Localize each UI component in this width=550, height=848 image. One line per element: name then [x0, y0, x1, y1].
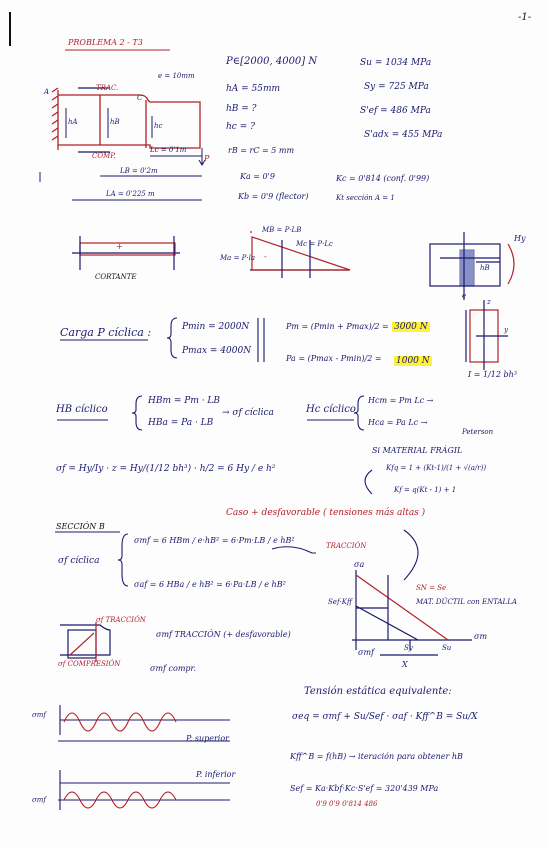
moment-diagram — [250, 231, 351, 278]
hb-value: hB = ? — [226, 104, 257, 114]
beam-la: LA = 0'225 m — [106, 190, 155, 198]
goodman-sm: σm — [474, 632, 488, 641]
sketch-traccion: σf TRACCIÓN — [96, 616, 146, 624]
hb-result: → σf cíclica — [222, 408, 274, 418]
hb-cyclic-title: HB cíclico — [56, 404, 108, 415]
fragile-title: Si MATERIAL FRÁGIL — [372, 446, 463, 455]
beam-lb: LB = 0'2m — [120, 167, 158, 175]
cyclic-title: Carga P cíclica : — [60, 326, 152, 339]
stress-formula: σf = Hy/Iy · z = Hy/(1/12 bh³) · h/2 = 6… — [56, 464, 276, 474]
goodman-smf: σmf — [358, 648, 375, 657]
signal-sup-smf: σmf — [32, 711, 47, 719]
ma-label: Ma = P·la — [220, 254, 256, 262]
page-number: -1- — [518, 12, 532, 23]
smf-compresion-note: σmf compr. — [150, 664, 197, 673]
beam-comp: COMP. — [92, 152, 116, 160]
hc-cyclic-title: Hc cíclico — [306, 404, 356, 415]
beam-lc: Lc = 0'1m — [150, 146, 187, 154]
signal-inf-label: P. inferior — [196, 770, 236, 779]
equivalent-eq3-values: 0'9 0'9 0'814 486 — [316, 800, 378, 808]
load-range: P∈[2000, 4000] N — [226, 56, 318, 67]
section-b-title: SECCIÓN B — [56, 522, 105, 531]
shear-sign: + — [116, 242, 123, 251]
goodman-sa: σa — [354, 560, 365, 569]
beam-a: A — [44, 88, 50, 96]
beam-p: P — [204, 154, 210, 163]
hcm-eq: Hcm = Pm Lc → — [368, 396, 434, 405]
problem-title: PROBLEMA 2 - T3 — [68, 38, 143, 47]
peterson-label: Peterson — [462, 428, 494, 436]
beam-hc: hc — [154, 122, 163, 130]
goodman-sy: Sy — [404, 644, 413, 652]
smf-traccion-note: σmf TRACCIÓN (+ desfavorable) — [156, 630, 291, 639]
goodman-diagram — [352, 570, 472, 656]
cross-section-sketch — [429, 232, 515, 300]
pmax-value: Pmax = 4000N — [182, 346, 252, 356]
equivalent-title: Tensión estática equivalente: — [304, 686, 452, 697]
pa-result: 1000 N — [394, 356, 432, 366]
su-value: Su = 1034 MPa — [360, 58, 432, 68]
fragile-eq2: Kf = q(Kt - 1) + 1 — [394, 486, 457, 494]
equivalent-eq3: Sef = Ka·Kbf·Kc·S'ef = 320'439 MPa — [290, 784, 439, 793]
beam-trac: TRAC. — [96, 84, 119, 92]
pa-equation: Pa = (Pmax - Pmin)/2 = — [286, 354, 382, 363]
pm-result: 3000 N — [392, 322, 430, 332]
s-adx-value: S'adx = 455 MPa — [364, 130, 443, 140]
fragile-eq1: Kfq = 1 + (Kt-1)/(1 + √(a/r)) — [386, 464, 487, 472]
cyclic-braces — [60, 317, 265, 362]
z-label: z — [487, 298, 491, 306]
mc-label: Mc = P·Lc — [296, 240, 333, 248]
equivalent-eq2: Kff^B = f(hB) → iteración para obtener h… — [290, 752, 463, 761]
kb-value: Kb = 0'9 (flector) — [238, 192, 309, 201]
inertia-formula: I = 1/12 bh³ — [468, 370, 517, 379]
y-label: y — [504, 326, 508, 334]
pm-equation: Pm = (Pmin + Pmax)/2 = — [286, 322, 389, 331]
beam-sketch — [51, 87, 201, 153]
signal-inferior — [58, 770, 230, 810]
traccion-label: TRACCIÓN — [326, 542, 367, 550]
kc-value: Kc = 0'814 (conf. 0'99) — [336, 174, 430, 183]
mb-label: MB = P·LB — [262, 226, 302, 234]
beam-hb: hB — [110, 118, 120, 126]
rb-value: rB = rC = 5 mm — [228, 146, 295, 155]
section-b-label: σf cíclica — [58, 556, 100, 566]
ha-value: hA = 55mm — [226, 84, 281, 94]
sketch-compresion: σf COMPRESIÓN — [58, 660, 121, 668]
e-section-label: e — [462, 292, 467, 300]
sy-value: Sy = 725 MPa — [364, 82, 429, 92]
shear-diagram — [72, 236, 180, 270]
hbm-eq: HBm = Pm · LB — [148, 396, 221, 406]
saf-formula: σaf = 6 HBa / e hB² = 6·Pa·LB / e hB² — [134, 580, 286, 589]
unfavorable-note: Caso + desfavorable ( tensiones más alta… — [226, 508, 426, 518]
goodman-sn: SN = Se — [416, 584, 447, 592]
sef-value: S'ef = 486 MPa — [360, 106, 431, 116]
signal-superior — [58, 705, 230, 742]
hb-section-label: hB — [480, 264, 490, 272]
goodman-sef: Sef·Kff — [328, 598, 352, 606]
hba-eq: HBa = Pa · LB — [148, 418, 214, 428]
hy-label: Hy — [514, 234, 526, 243]
signal-inf-smf: σmf — [32, 796, 47, 804]
section-sketch — [60, 622, 111, 662]
equivalent-eq1: σeq = σmf + Su/Sef · σaf · Kff^B = Su/X — [292, 712, 478, 722]
e-value: e = 10mm — [158, 72, 195, 80]
section-rect — [465, 300, 508, 370]
kt-value: Kt sección A = 1 — [336, 194, 395, 202]
signal-sup-label: P. superior — [186, 734, 229, 743]
smf-formula: σmf = 6 HBm / e·hB² = 6·Pm·LB / e hB² — [134, 536, 295, 545]
beam-c: C — [137, 94, 143, 102]
moment-sign: - — [264, 252, 267, 261]
pmin-value: Pmin = 2000N — [182, 322, 250, 332]
goodman-x: X — [402, 660, 408, 669]
goodman-ductil: MAT. DÚCTIL con ENTALLA — [416, 598, 517, 606]
goodman-su: Su — [442, 644, 452, 652]
hca-eq: Hca = Pa Lc → — [368, 418, 428, 427]
beam-ha: hA — [68, 118, 78, 126]
hc-value: hc = ? — [226, 122, 255, 132]
cortante-label: CORTANTE — [95, 273, 137, 281]
ka-value: Ka = 0'9 — [240, 172, 275, 181]
